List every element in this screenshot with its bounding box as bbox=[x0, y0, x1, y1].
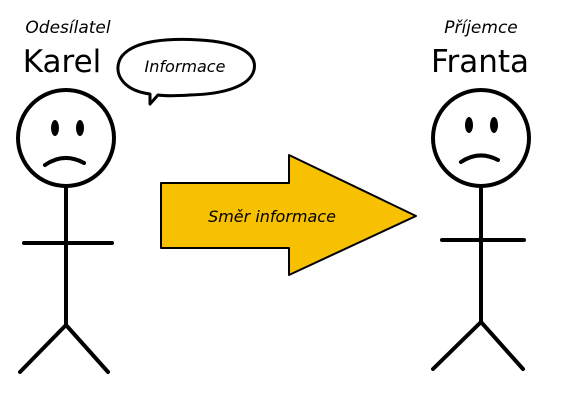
direction-arrow-shape bbox=[160, 154, 417, 276]
direction-arrow: Směr informace bbox=[160, 154, 417, 276]
sender-left-eye bbox=[51, 120, 59, 136]
sender-mouth bbox=[43, 156, 86, 167]
receiver-role: Příjemce bbox=[444, 18, 518, 38]
receiver-figure bbox=[431, 88, 531, 371]
sender-left-leg bbox=[18, 323, 68, 374]
direction-arrow-label: Směr informace bbox=[208, 207, 336, 226]
receiver-left-leg bbox=[431, 320, 483, 371]
sender-right-eye bbox=[76, 120, 84, 136]
sender-head bbox=[16, 88, 116, 188]
sender-right-leg bbox=[64, 323, 110, 374]
speech-bubble: Informace bbox=[116, 37, 256, 106]
receiver-right-eye bbox=[490, 117, 498, 133]
receiver-mouth bbox=[459, 153, 500, 164]
sender-figure bbox=[16, 88, 116, 374]
receiver-left-eye bbox=[465, 117, 473, 133]
sender-role: Odesílatel bbox=[25, 18, 110, 38]
receiver-head bbox=[431, 88, 531, 188]
receiver-right-leg bbox=[479, 320, 525, 371]
receiver-name: Franta bbox=[431, 44, 529, 80]
sender-name: Karel bbox=[23, 44, 102, 80]
speech-bubble-text: Informace bbox=[145, 57, 226, 76]
